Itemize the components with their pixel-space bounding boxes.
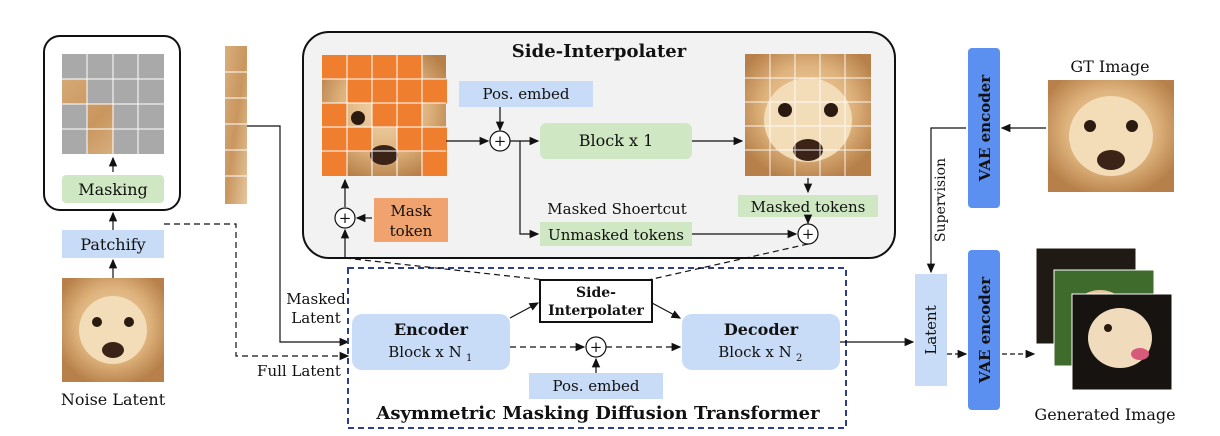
side-interpolater-panel: Side-Interpolater Pos. embed + Block x 1 <box>302 31 896 259</box>
orange-mask-cells <box>322 55 447 176</box>
si-pos-embed: Pos. embed <box>483 85 570 103</box>
mask-cell <box>322 151 347 176</box>
gray-mask-cell <box>113 54 139 79</box>
mask-cell <box>422 127 447 152</box>
mask-cell <box>397 79 422 104</box>
svg-text:+: + <box>802 225 815 243</box>
gray-mask-cell <box>62 54 88 79</box>
decoder-title: Decoder <box>724 320 799 339</box>
mask-cell <box>347 79 372 104</box>
full-latent-label: Full Latent <box>257 362 341 380</box>
masking-label: Masking <box>78 180 148 199</box>
gray-mask-cell <box>62 129 88 154</box>
gray-mask-cell <box>138 79 164 104</box>
vae-encoder-bottom <box>968 250 1000 410</box>
mask-add-node <box>334 207 356 229</box>
mask-token-box <box>374 198 448 242</box>
masked-latent-l2: Latent <box>291 309 341 327</box>
decoder-block: Block x N <box>718 343 791 361</box>
noise-latent-label: Noise Latent <box>61 390 166 409</box>
encoder-block: Block x N <box>388 343 461 361</box>
mask-cell <box>422 79 447 104</box>
mask-cell <box>347 127 372 152</box>
gray-mask-cell <box>87 54 113 79</box>
gray-mask-cell <box>113 129 139 154</box>
mask-cell <box>322 127 347 152</box>
decoder-sub: 2 <box>796 353 802 364</box>
si-block-label: Block x 1 <box>579 131 654 150</box>
si-block <box>540 123 692 159</box>
side-interpolater-title: Side-Interpolater <box>512 41 687 62</box>
gray-mask-cell <box>113 104 139 129</box>
amdt-side-l1: Side- <box>576 285 616 301</box>
vae-encoder-bottom-label: VAE encoder <box>976 276 994 384</box>
mask-cell <box>397 103 422 128</box>
masked-dog-grid <box>322 55 447 176</box>
gray-mask-cell <box>138 129 164 154</box>
patchify-label: Patchify <box>80 235 145 254</box>
latent-box <box>915 274 947 386</box>
masking-panel: Masking <box>43 35 181 211</box>
amdt-pos-embed: Pos. embed <box>553 377 640 395</box>
vae-encoder-top-label: VAE encoder <box>976 74 994 182</box>
mask-cell <box>347 55 372 80</box>
svg-text:Block x N: Block x N <box>718 343 791 361</box>
gray-mask-cell <box>138 104 164 129</box>
reconstructed-dog-image <box>745 54 871 176</box>
noise-latent-image <box>62 278 164 382</box>
gt-image-label: GT Image <box>1070 57 1149 76</box>
mask-cell <box>372 79 397 104</box>
mask-cell <box>372 103 397 128</box>
svg-text:+: + <box>590 338 603 356</box>
right-side: GT Image VAE encoder Supervision Latent … <box>840 48 1176 424</box>
amdt-title: Asymmetric Masking Diffusion Transformer <box>375 403 820 424</box>
supervision-label: Supervision <box>933 158 949 242</box>
amdt-side-l2: Interpolater <box>548 303 644 319</box>
gray-mask-cells <box>62 54 164 154</box>
gt-dog-image <box>1048 80 1174 192</box>
mask-token-l1: Mask <box>390 202 432 220</box>
mask-cell <box>372 55 397 80</box>
gray-mask-cell <box>138 54 164 79</box>
vae-encoder-top <box>968 48 1000 208</box>
si-masked-shortcut: Masked Shoertcut <box>547 200 686 218</box>
svg-text:Block x N: Block x N <box>388 343 461 361</box>
mask-cell <box>322 103 347 128</box>
latent-label: Latent <box>922 305 940 355</box>
mask-token-l2: token <box>390 222 433 240</box>
si-unmasked-tokens: Unmasked tokens <box>548 226 684 244</box>
generated-images-stack <box>1035 247 1173 391</box>
svg-text:+: + <box>494 132 507 150</box>
encoder-title: Encoder <box>394 320 469 339</box>
masked-token-strip <box>225 46 247 204</box>
generated-image-label: Generated Image <box>1034 405 1175 424</box>
mask-cell <box>397 55 422 80</box>
gray-mask-cell <box>113 79 139 104</box>
amdt-box: Asymmetric Masking Diffusion Transformer… <box>347 267 847 429</box>
si-masked-tokens: Masked tokens <box>751 198 866 216</box>
patchify-box <box>62 230 164 258</box>
gray-mask-cell <box>87 79 113 104</box>
gray-mask-cell <box>62 104 88 129</box>
mask-cell <box>322 55 347 80</box>
svg-text:+: + <box>339 209 352 227</box>
masked-latent-l1: Masked <box>286 290 346 308</box>
encoder-sub: 1 <box>466 353 472 364</box>
mask-cell <box>422 151 447 176</box>
mask-cell <box>397 127 422 152</box>
